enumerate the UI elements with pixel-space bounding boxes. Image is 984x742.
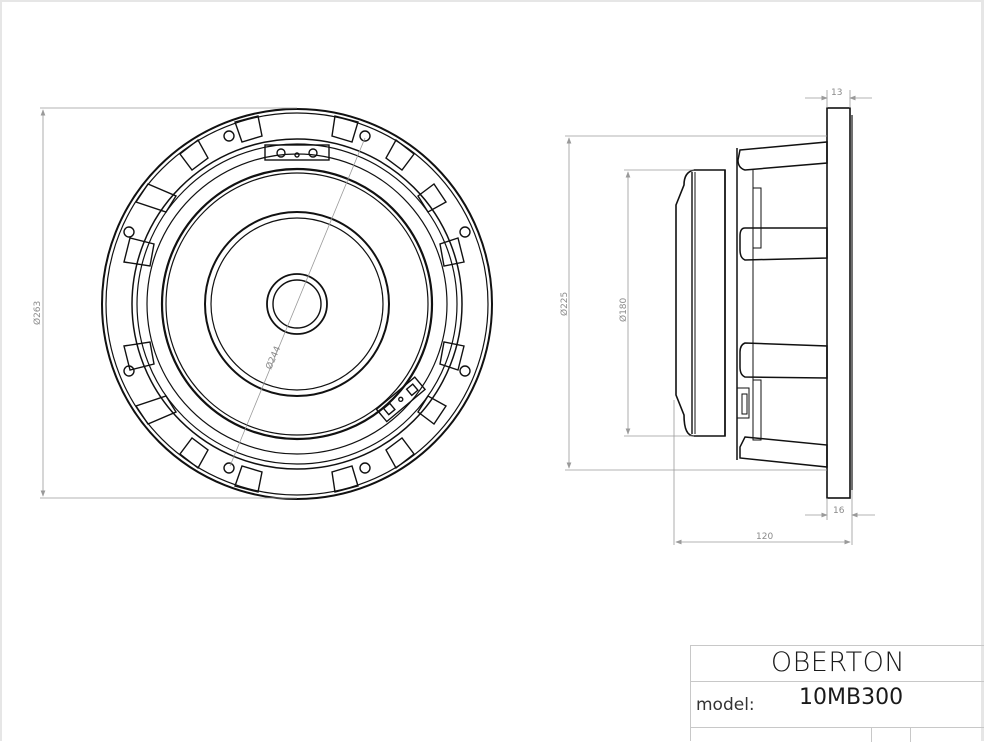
side-dimension-lines bbox=[565, 90, 875, 545]
sheet-border-right bbox=[981, 0, 984, 741]
side-view bbox=[675, 107, 853, 499]
dim-mounting-diameter: Ø244 bbox=[264, 344, 284, 371]
front-view bbox=[101, 108, 493, 500]
title-block-footer-row bbox=[690, 727, 984, 742]
model-label: model: bbox=[696, 695, 755, 715]
title-block-divider bbox=[910, 728, 911, 742]
model-value: 10MB300 bbox=[799, 685, 904, 710]
title-block-brand-row: OBERTON bbox=[690, 645, 984, 681]
dim-magnet-diameter: Ø180 bbox=[618, 297, 629, 322]
dim-overall-diameter-lines bbox=[40, 107, 297, 499]
sheet-border-top bbox=[0, 0, 984, 2]
dim-overall-depth: 120 bbox=[756, 532, 773, 542]
terminal-bottom bbox=[375, 376, 427, 423]
title-block: OBERTON model: 10MB300 bbox=[690, 645, 984, 742]
title-block-model-row: model: 10MB300 bbox=[690, 681, 984, 727]
dim-flange-bottom: 16 bbox=[833, 506, 845, 516]
brand-name: OBERTON bbox=[770, 647, 906, 678]
dim-overall-diameter: Ø263 bbox=[32, 301, 43, 325]
sheet-border-left bbox=[0, 0, 2, 741]
dim-flange-diameter: Ø225 bbox=[559, 292, 570, 316]
title-block-divider bbox=[871, 728, 872, 742]
dim-flange-top: 13 bbox=[831, 88, 842, 98]
terminal-top bbox=[264, 144, 330, 161]
